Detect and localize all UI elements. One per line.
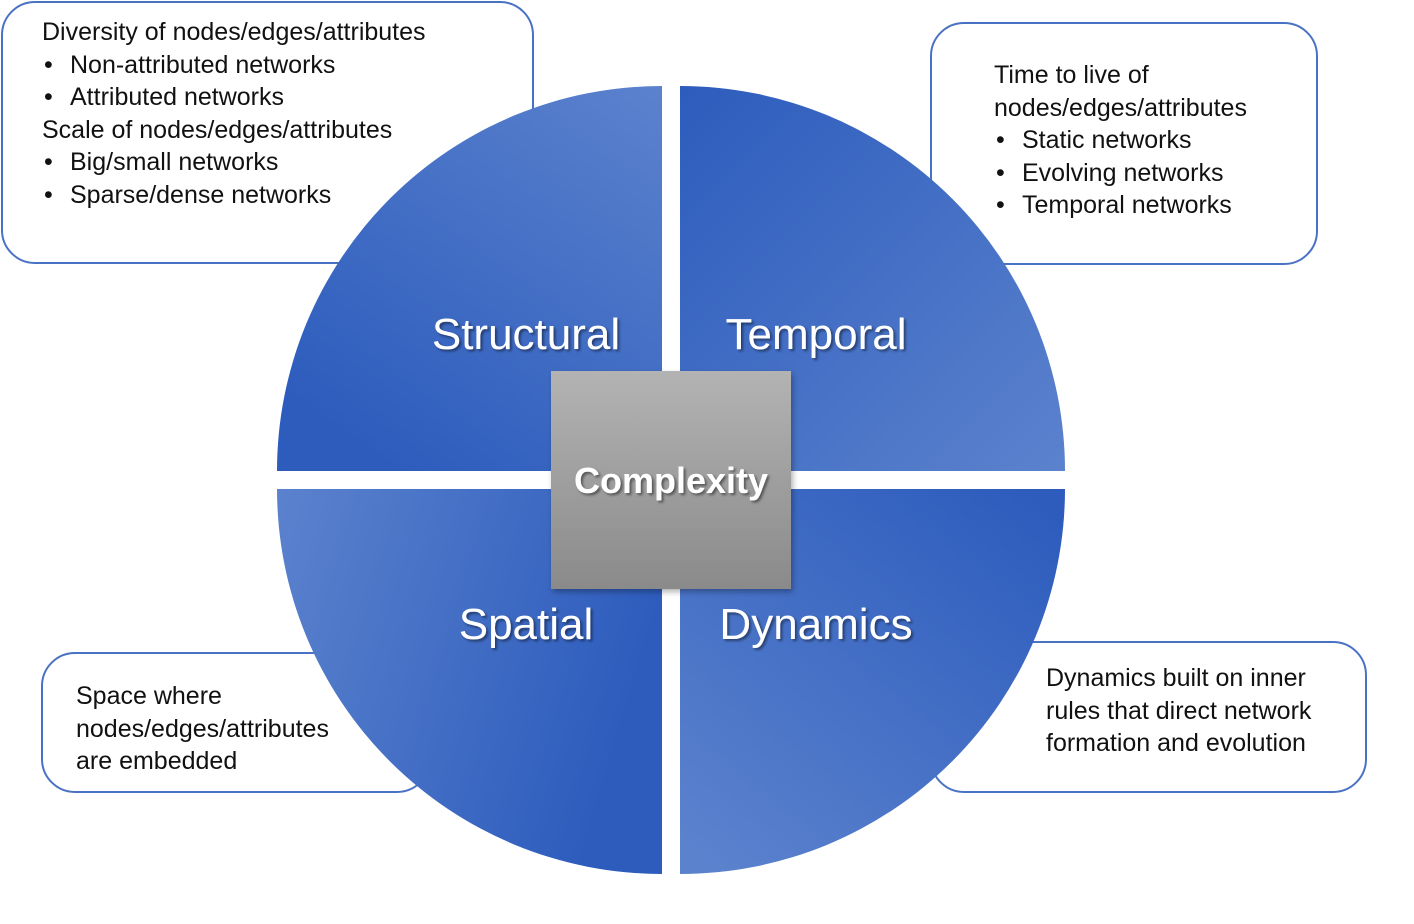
list-item: •Big/small networks [42, 146, 532, 179]
temporal-heading-line2: nodes/edges/attributes [994, 93, 1247, 122]
bullet-icon: • [44, 148, 53, 176]
structural-callout: Diversity of nodes/edges/attributes •Non… [1, 1, 534, 264]
dynamics-line: rules that direct network [1046, 696, 1312, 725]
list-item: •Attributed networks [42, 81, 532, 114]
structural-heading-diversity: Diversity of nodes/edges/attributes [42, 18, 426, 46]
bullet-icon: • [44, 180, 53, 209]
dynamics-line: formation and evolution [1046, 729, 1306, 757]
quadrant-label-structural: Structural [432, 310, 620, 359]
spatial-line: Space where [76, 682, 222, 710]
temporal-callout: Time to live of nodes/edges/attributes •… [930, 22, 1318, 265]
center-label: Complexity [574, 460, 768, 501]
quadrant-label-dynamics: Dynamics [719, 600, 912, 649]
bullet-icon: • [996, 126, 1005, 154]
quadrant-label-spatial: Spatial [459, 600, 594, 649]
structural-heading-scale: Scale of nodes/edges/attributes [42, 115, 393, 144]
spatial-line: are embedded [76, 747, 238, 775]
list-item: •Static networks [994, 124, 1316, 157]
list-item: •Non-attributed networks [42, 49, 532, 82]
list-item: •Sparse/dense networks [42, 179, 532, 212]
bullet-icon: • [44, 50, 53, 79]
bullet-icon: • [996, 191, 1005, 219]
list-item: •Temporal networks [994, 189, 1316, 222]
bullet-icon: • [44, 83, 53, 111]
dynamics-line: Dynamics built on inner [1046, 664, 1306, 692]
quadrant-label-temporal: Temporal [726, 310, 907, 359]
spatial-line: nodes/edges/attributes [76, 714, 329, 743]
center-box [551, 371, 791, 589]
temporal-heading-line1: Time to live of [994, 61, 1149, 89]
bullet-icon: • [996, 158, 1005, 187]
list-item: •Evolving networks [994, 157, 1316, 190]
